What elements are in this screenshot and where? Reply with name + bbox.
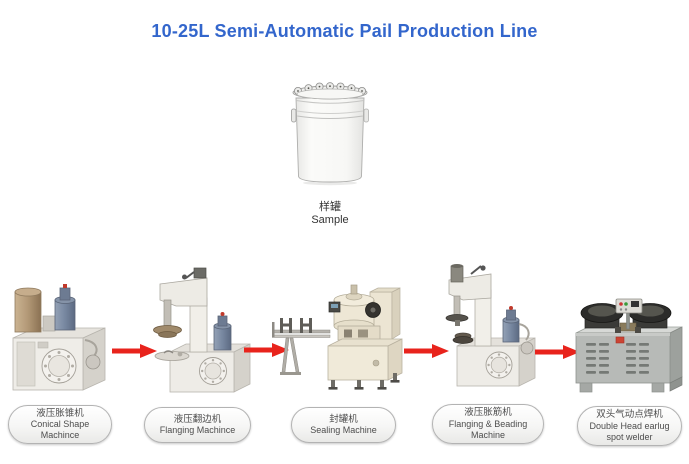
- label-line: 封罐机: [329, 413, 358, 425]
- sample-caption-cn: 样罐: [319, 201, 341, 213]
- label-line: Sealing Machine: [310, 425, 377, 436]
- double-head-spot-welder-image: [575, 298, 683, 393]
- sealing-machine-image: [272, 284, 403, 390]
- sample-caption-en: Sample: [311, 213, 349, 226]
- label-flanging-beading-machine: 液压胀筋机 Flanging & Beading Machine: [432, 404, 544, 444]
- label-flanging-machine: 液压翻边机 Flanging Machince: [144, 407, 251, 443]
- flow-arrow-4: [535, 345, 580, 359]
- label-line: Machine: [470, 429, 506, 440]
- label-line: 双头气动点焊机: [596, 409, 663, 421]
- label-line: 液压胀锥机: [36, 407, 84, 419]
- flow-arrow-3: [404, 344, 449, 358]
- flow-arrow-2: [244, 343, 289, 357]
- label-line: 液压翻边机: [173, 413, 222, 425]
- label-line: Flanging Machince: [159, 425, 236, 436]
- label-line: Machince: [40, 430, 80, 441]
- sample-caption: 样罐 Sample: [278, 201, 382, 226]
- label-sealing-machine: 封罐机 Sealing Machine: [291, 407, 396, 443]
- label-conical-shape-machine: 液压胀锥机 Conical Shape Machince: [8, 405, 112, 444]
- label-line: 液压胀筋机: [464, 407, 512, 419]
- label-line: spot welder: [606, 431, 653, 442]
- page-title: 10-25L Semi-Automatic Pail Production Li…: [151, 21, 538, 41]
- sample-pail-image: [291, 82, 369, 186]
- label-double-head-spot-welder: 双头气动点焊机 Double Head earlug spot welder: [577, 406, 682, 446]
- label-line: Flanging & Beading: [448, 418, 528, 429]
- flow-arrow-1: [112, 344, 157, 358]
- flanging-machine-image: [153, 267, 251, 393]
- conical-shape-machine-image: [12, 284, 106, 391]
- label-line: Double Head earlug: [589, 420, 670, 431]
- label-line: Conical Shape: [30, 419, 90, 430]
- flanging-beading-machine-image: [445, 264, 536, 387]
